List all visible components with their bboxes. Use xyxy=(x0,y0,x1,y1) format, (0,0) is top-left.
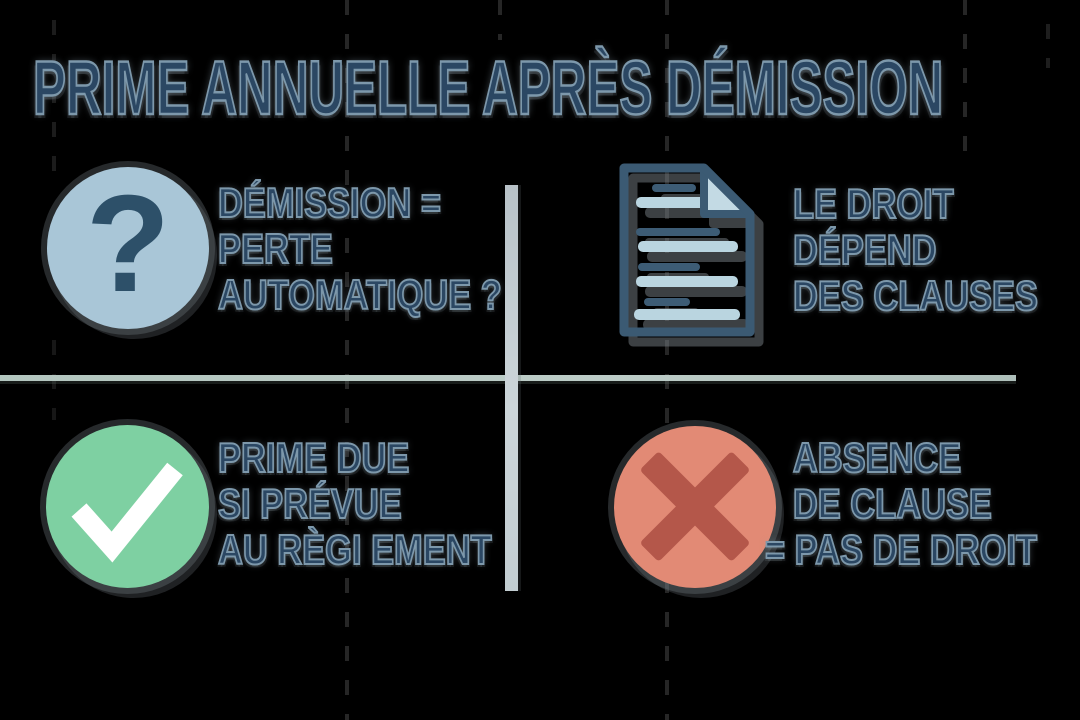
question-glyph: ? xyxy=(85,167,171,321)
dashed-guide-line xyxy=(665,0,669,720)
quadrant-text-bottom-left: PRIME DUE SI PRÉVUE AU RÈGI EMENT xyxy=(217,434,492,574)
check-glyph xyxy=(71,462,183,563)
quadrant-text-line: DÉMISSION = xyxy=(217,179,442,227)
quadrant-text-line: DES CLAUSES xyxy=(792,272,1039,320)
quadrant-text-line: PERTE xyxy=(217,225,333,273)
quadrant-text-line: DE CLAUSE xyxy=(792,480,993,528)
dashed-guide-line xyxy=(1046,24,1050,68)
quadrant-text-line: AUTOMATIQUE ? xyxy=(217,271,502,319)
dashed-guide-line xyxy=(498,0,502,40)
quadrant-text-top-left: DÉMISSION = PERTE AUTOMATIQUE ? xyxy=(217,179,502,319)
dashed-guide-line xyxy=(963,0,967,165)
quadrant-text-line: SI PRÉVUE xyxy=(217,480,402,528)
dashed-guide-line xyxy=(52,20,56,190)
check-icon xyxy=(46,425,209,588)
quadrant-text-bottom-right: ABSENCE DE CLAUSE = PAS DE DROIT xyxy=(764,434,1038,574)
quadrant-text-line: ABSENCE xyxy=(792,434,962,482)
quadrant-text-line: AU RÈGI EMENT xyxy=(217,526,492,574)
x-mark-icon xyxy=(614,426,776,588)
dashed-guide-line xyxy=(345,0,349,720)
quadrant-text-line: DÉPEND xyxy=(792,226,937,274)
document-icon xyxy=(619,163,755,337)
quadrant-text-line: = PAS DE DROIT xyxy=(764,526,1038,574)
divider-vertical xyxy=(505,185,518,591)
page-title: PRIME ANNUELLE APRÈS DÉMISSION xyxy=(32,45,944,133)
question-mark-icon: ? xyxy=(47,167,209,329)
quadrant-text-top-right: LE DROIT DÉPEND DES CLAUSES xyxy=(792,180,1039,320)
quadrant-text-line: PRIME DUE xyxy=(217,434,410,482)
quadrant-text-line: LE DROIT xyxy=(792,180,954,228)
